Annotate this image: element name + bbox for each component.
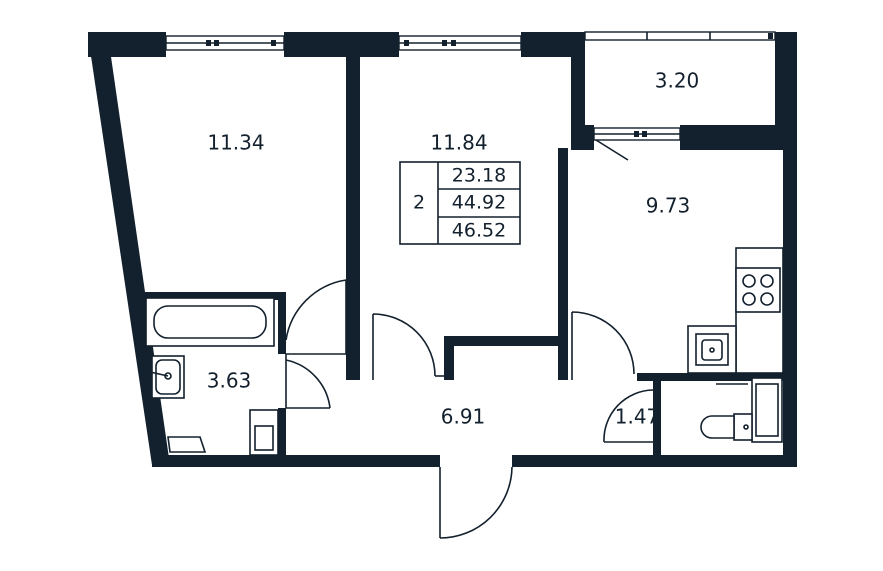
area-balcony: 3.20	[655, 69, 700, 93]
area-kitchen: 9.73	[646, 194, 691, 218]
washbasin	[149, 355, 185, 399]
doors	[285, 279, 654, 539]
kitchen-fixtures	[687, 247, 784, 374]
toilet	[700, 413, 753, 441]
window-balcony	[584, 31, 776, 41]
total-area-with-balcony: 46.52	[452, 220, 506, 242]
area-bathroom: 3.63	[207, 369, 252, 393]
heater	[167, 436, 207, 453]
interior-walls	[140, 32, 797, 458]
window-kitchen	[593, 127, 681, 161]
kitchen-sink	[695, 333, 729, 366]
stove	[735, 267, 781, 313]
area-labels: 11.34 11.84 3.20 9.73 3.63 6.91 1.47	[207, 69, 700, 429]
window-left-room	[165, 35, 285, 51]
outer-walls	[88, 32, 797, 467]
area-room-center: 11.84	[430, 131, 487, 155]
living-area: 23.18	[452, 165, 506, 187]
total-area: 44.92	[452, 192, 506, 214]
rooms-count: 2	[413, 192, 425, 214]
area-wc: 1.47	[615, 405, 660, 429]
window-center-room	[398, 35, 522, 51]
bathroom-fixtures	[145, 297, 279, 456]
wc-fixtures	[700, 377, 783, 443]
area-summary: 2 23.18 44.92 46.52	[399, 161, 521, 245]
area-hallway: 6.91	[441, 405, 486, 429]
windows	[165, 31, 776, 161]
area-room-left: 11.34	[207, 131, 264, 155]
